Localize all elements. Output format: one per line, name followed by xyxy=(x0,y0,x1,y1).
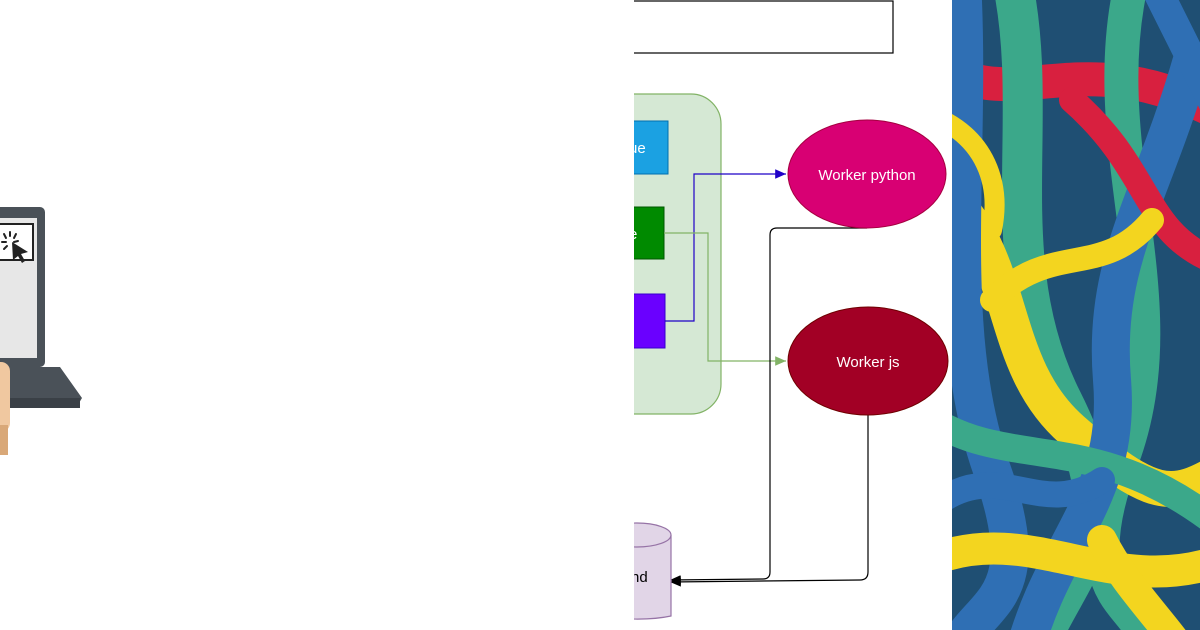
green-box-label: e xyxy=(634,226,637,243)
edge-green-to-worker-js xyxy=(664,232,786,366)
worker-python-node xyxy=(787,119,947,229)
green-box xyxy=(634,206,665,260)
top-box xyxy=(634,0,894,54)
purple-box xyxy=(634,293,666,349)
illustration-panel xyxy=(0,207,82,455)
database-node xyxy=(634,522,672,620)
architecture-diagram: r ue e Worker python Worker js nd xyxy=(634,0,949,620)
laptop-illustration xyxy=(0,207,82,455)
laptop-base xyxy=(0,367,82,408)
rubber-bands-image xyxy=(952,0,1200,630)
hand-icon xyxy=(0,362,10,455)
loading-cursor-icon xyxy=(0,223,34,263)
worker-js-label: Worker js xyxy=(836,354,899,371)
queue-box xyxy=(634,120,669,175)
queue-box-label: ue xyxy=(634,140,646,157)
worker-js-node xyxy=(787,306,949,416)
database-label: nd xyxy=(634,569,648,586)
edge-worker-python-to-database xyxy=(669,227,867,585)
edge-worker-js-to-database xyxy=(669,415,869,587)
diagram-panel: r ue e Worker python Worker js nd xyxy=(634,0,952,630)
rubber-bands-photo xyxy=(952,0,1200,630)
laptop-base-edge xyxy=(0,398,80,408)
worker-python-label: Worker python xyxy=(818,167,915,184)
edge-purple-to-worker-python xyxy=(665,169,786,322)
